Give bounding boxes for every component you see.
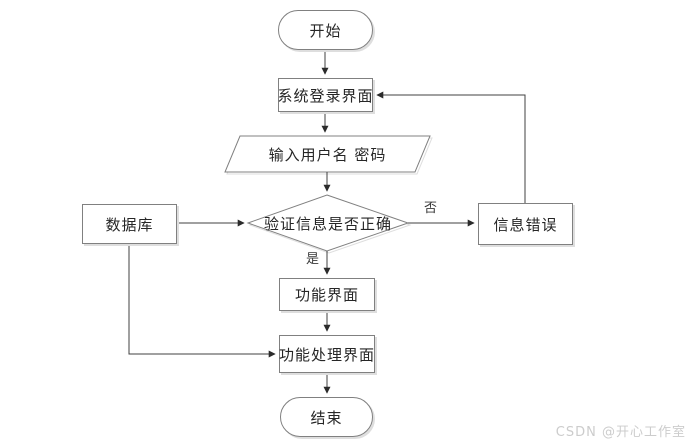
node-function: 功能界面 [279, 278, 375, 311]
node-login: 系统登录界面 [278, 78, 373, 112]
input-parallelogram [224, 135, 431, 173]
node-start: 开始 [278, 10, 373, 50]
node-end: 结束 [280, 397, 373, 437]
node-input-label: 输入用户名 密码 [268, 145, 387, 164]
edge-label-no: 否 [424, 201, 438, 216]
edge-error-to-login [376, 91, 526, 203]
node-decision-label: 验证信息是否正确 [263, 214, 392, 233]
edge-label-yes: 是 [306, 252, 320, 267]
node-database: 数据库 [82, 204, 177, 244]
watermark: CSDN @开心工作室 [555, 425, 686, 440]
node-funcproc: 功能处理界面 [279, 335, 375, 373]
edge-database-to-funcproc [128, 244, 276, 358]
node-error: 信息错误 [478, 203, 573, 245]
